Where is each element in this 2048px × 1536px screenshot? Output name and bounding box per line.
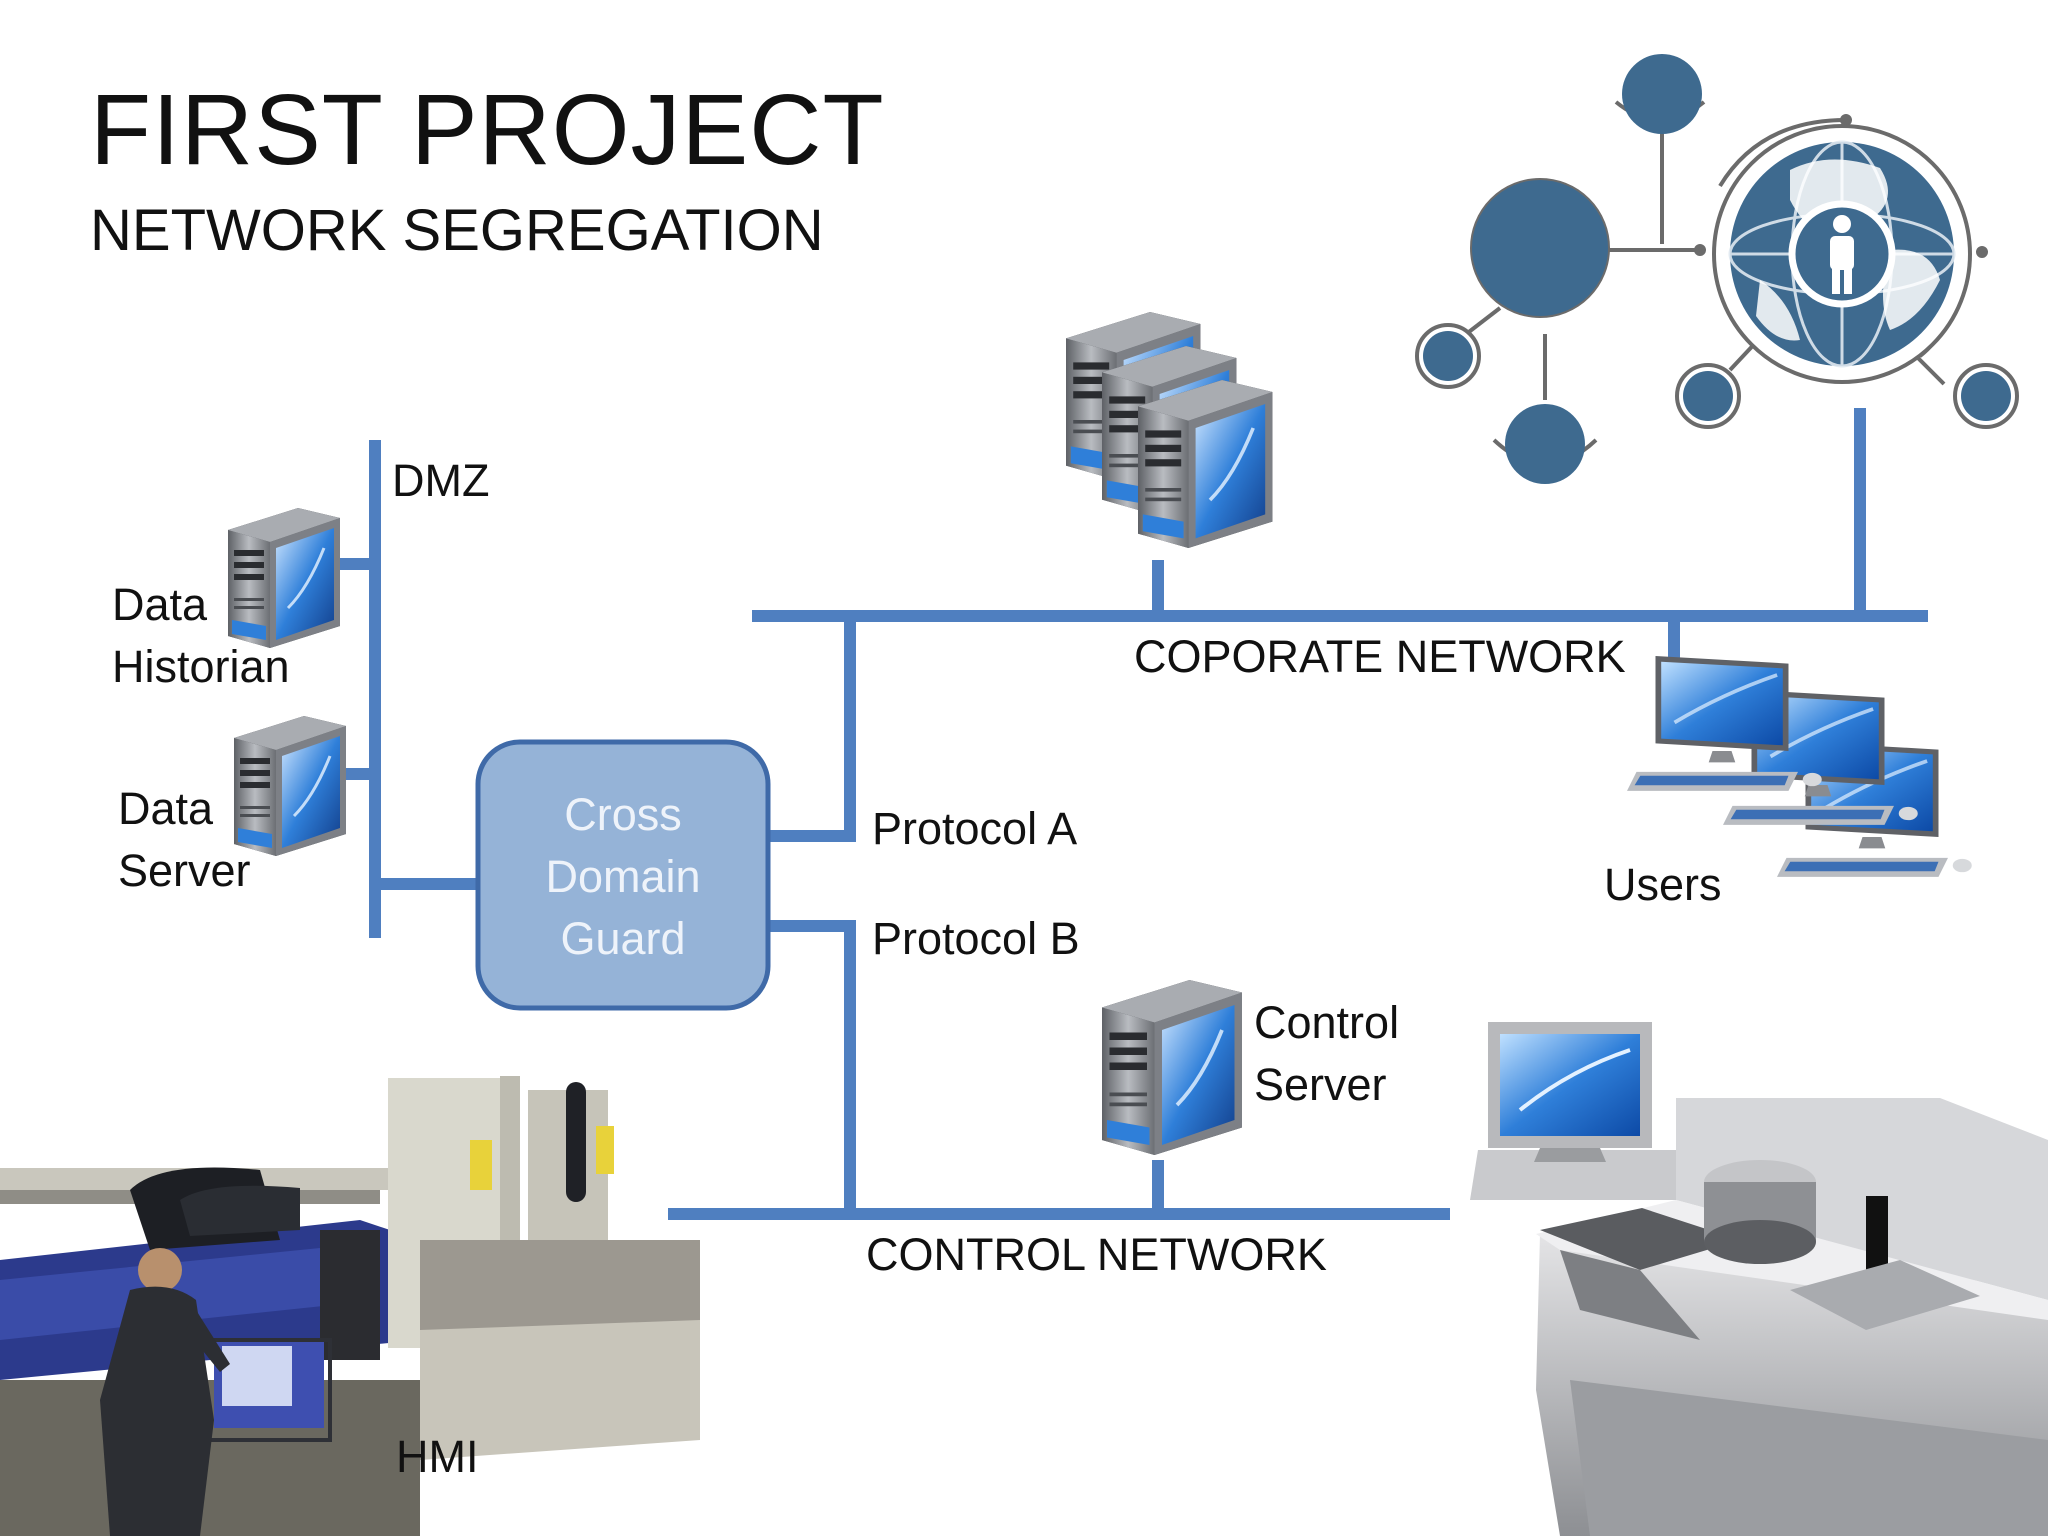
- data-historian-label-line2: Historian: [112, 641, 290, 692]
- data-server-icon: [232, 714, 348, 858]
- page-title: FIRST PROJECT: [90, 74, 885, 186]
- user-person-icon: [1833, 215, 1851, 233]
- page-subtitle: NETWORK SEGREGATION: [90, 198, 824, 263]
- users-label: Users: [1604, 859, 1722, 910]
- protocol-a-label: Protocol A: [872, 803, 1078, 854]
- control-device-icon: [1470, 1022, 2048, 1536]
- corporate-server-stack-icon: [1064, 310, 1275, 550]
- cross-domain-guard-label-line2: Domain: [545, 851, 701, 902]
- cross-domain-guard-label-line3: Guard: [560, 913, 686, 964]
- dmz-label: DMZ: [392, 455, 490, 506]
- control-server-icon: [1100, 978, 1244, 1157]
- control-server-label-line1: Control: [1254, 997, 1400, 1048]
- data-server-label-line1: Data: [118, 783, 214, 834]
- protocol-b-label: Protocol B: [872, 913, 1080, 964]
- corporate-network-label: COPORATE NETWORK: [1134, 631, 1626, 682]
- users-workstations-icon: [1625, 654, 1974, 879]
- control-network-label: CONTROL NETWORK: [866, 1229, 1327, 1280]
- data-server-label-line2: Server: [118, 845, 251, 896]
- globe-network-icon: [1415, 54, 2019, 484]
- control-server-label-line2: Server: [1254, 1059, 1387, 1110]
- data-historian-server-icon: [226, 506, 342, 650]
- cross-domain-guard-box: [475, 739, 771, 1011]
- cross-domain-guard-label-line1: Cross: [564, 789, 682, 840]
- hmi-label: HMI: [396, 1431, 479, 1482]
- network-lines: [330, 408, 1928, 1220]
- cnc-machine-icon: [0, 1076, 700, 1536]
- data-historian-label-line1: Data: [112, 579, 208, 630]
